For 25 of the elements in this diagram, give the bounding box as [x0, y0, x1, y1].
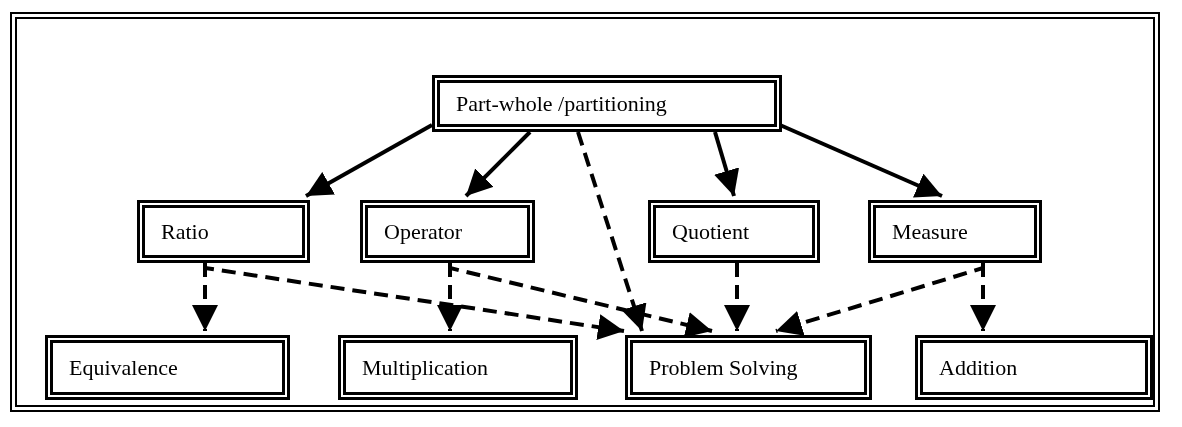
concept-box	[137, 200, 310, 263]
box-label: Equivalence	[69, 354, 178, 381]
arrow	[576, 131, 647, 332]
arrow	[713, 131, 740, 197]
concept-box	[915, 335, 1153, 400]
concept-box	[432, 75, 782, 132]
concept-box	[360, 200, 535, 263]
box-label: Measure	[892, 218, 968, 245]
box-label: Multiplication	[362, 354, 488, 381]
arrow	[464, 130, 532, 198]
box-label: Quotient	[672, 218, 749, 245]
box-label: Addition	[939, 354, 1018, 381]
arrow	[970, 263, 996, 331]
box-label: Operator	[384, 218, 463, 245]
concept-box	[625, 335, 872, 400]
concept-box	[868, 200, 1042, 263]
arrow	[305, 123, 433, 198]
box-label: Ratio	[161, 218, 209, 245]
concept-box	[648, 200, 820, 263]
concept-box	[338, 335, 578, 400]
arrow	[724, 263, 750, 331]
box-label: Part-whole /partitioning	[456, 90, 667, 117]
box-label: Problem Solving	[649, 354, 798, 381]
concept-box	[45, 335, 290, 400]
arrow	[448, 263, 713, 338]
